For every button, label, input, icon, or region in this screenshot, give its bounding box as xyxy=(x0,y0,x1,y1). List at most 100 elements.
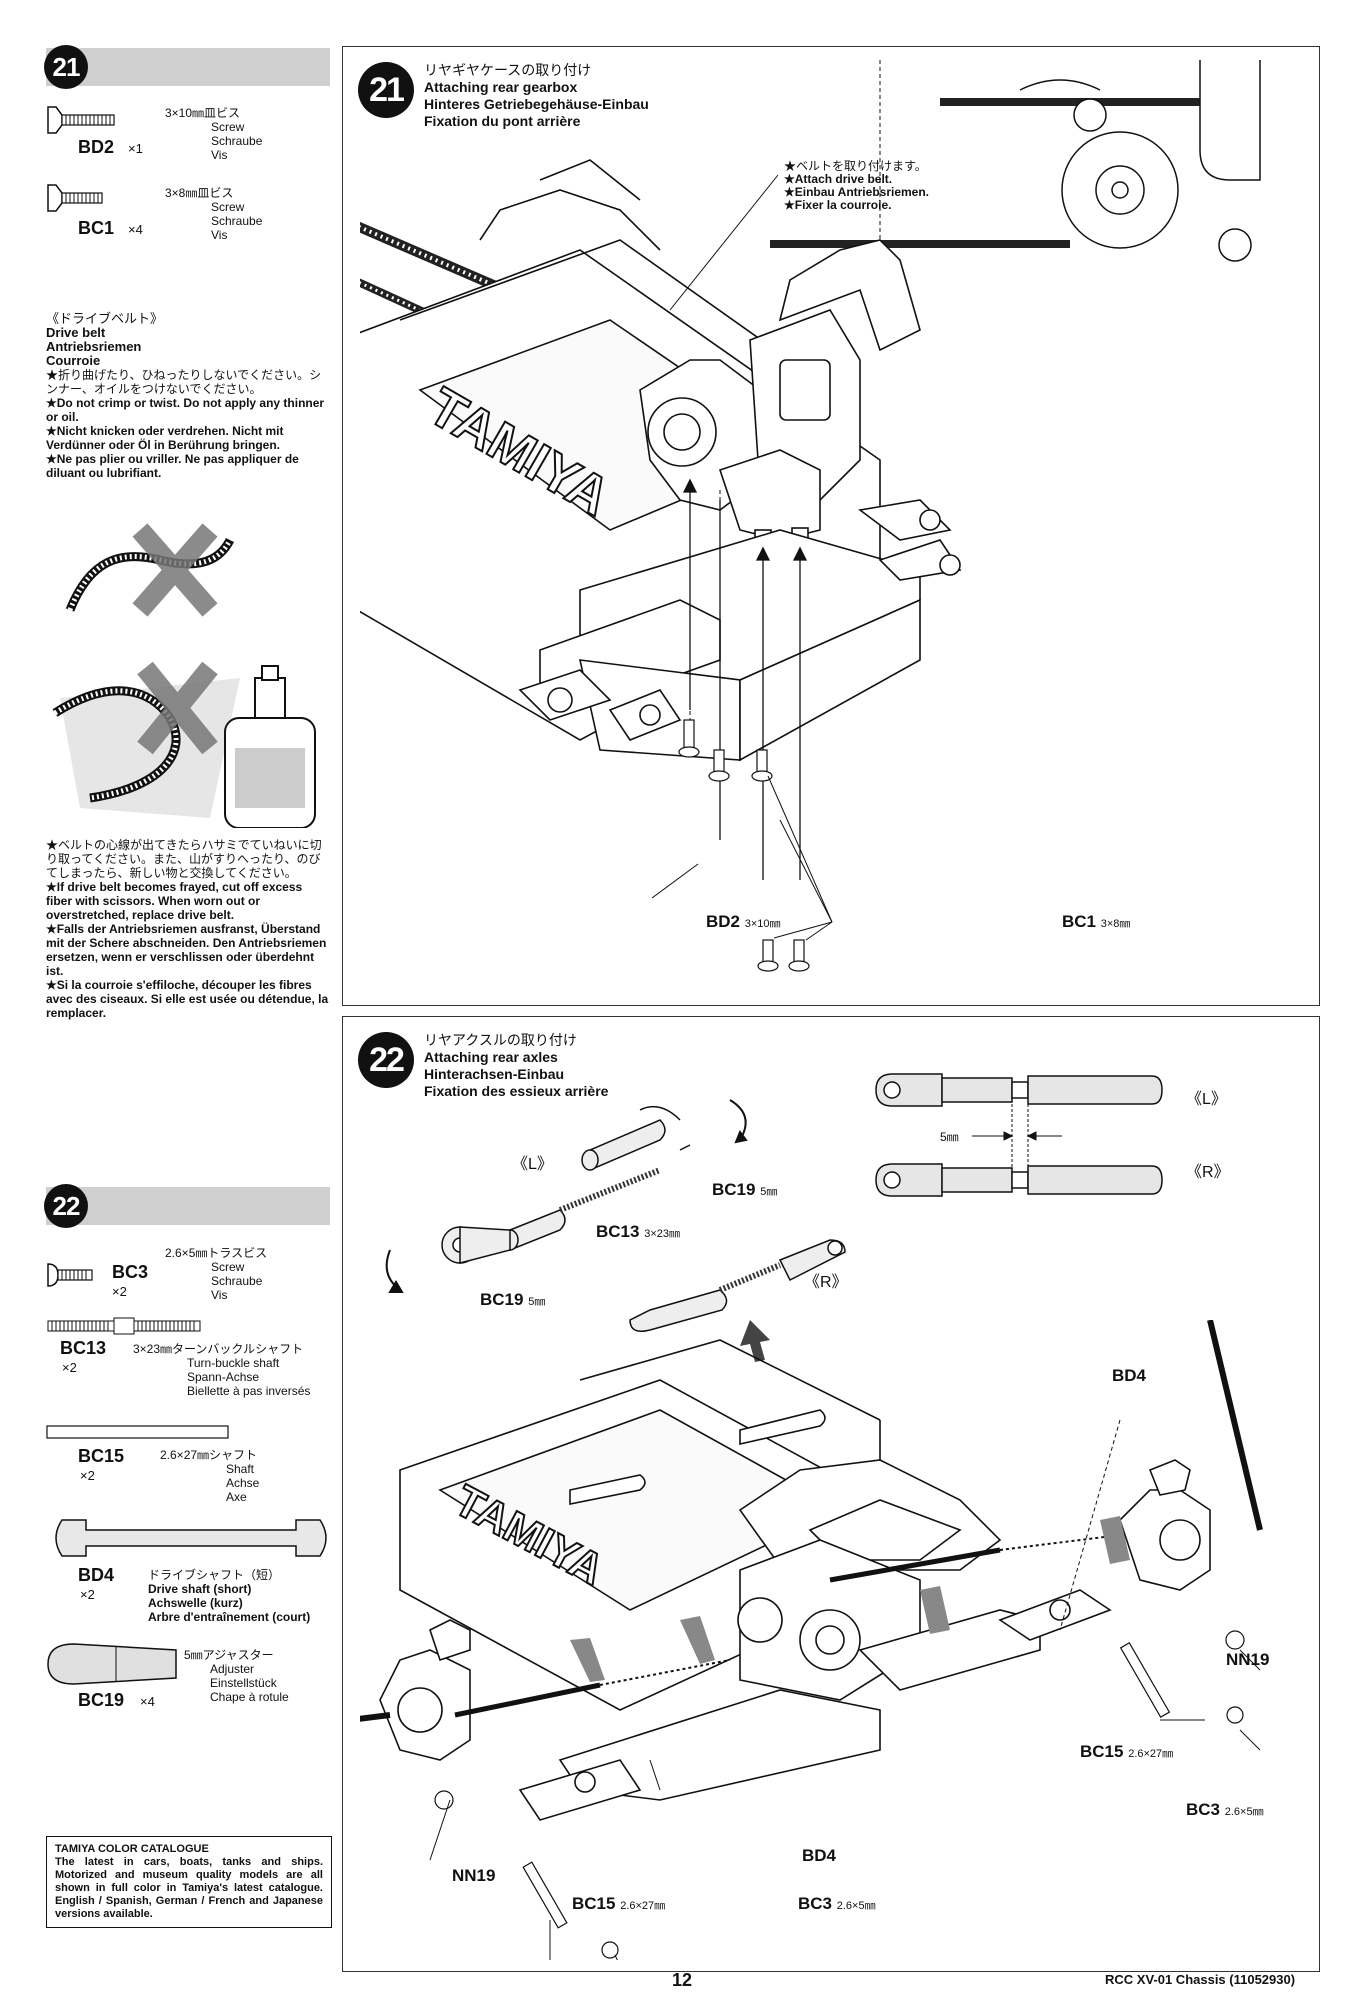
part-name-de: Schraube xyxy=(211,1274,263,1288)
part-code-bd4: BD4 xyxy=(78,1565,115,1585)
step-21-title-en: Attaching rear gearbox xyxy=(424,79,578,95)
part-name-fr: Biellette à pas inversés xyxy=(187,1384,311,1398)
label-bc13: BC13 3×23㎜ xyxy=(596,1222,680,1242)
step-21-title-jp: リヤギヤケースの取り付け xyxy=(424,62,592,78)
label-bc15-size: 2.6×27㎜ xyxy=(620,1900,666,1912)
belt-crimp-warning-illustration xyxy=(65,523,235,617)
part-qty-bc1: ×4 xyxy=(128,222,143,237)
part-desc-bd4: ドライブシャフト（短） Drive shaft (short) Achswell… xyxy=(148,1568,310,1624)
label-right-turnbuckle: 《R》 xyxy=(804,1274,848,1291)
drive-belt-warn-jp: ★折り曲げたり、ひねったりしないでください。シンナー、オイルをつけないでください… xyxy=(46,368,322,396)
step-21-title-fr: Fixation du pont arrière xyxy=(424,113,581,129)
label-bc1-size: 3×8㎜ xyxy=(1100,918,1131,930)
fray-note-fr: ★Si la courroie s'effiloche, découper le… xyxy=(46,978,329,1020)
part-name-de: Einstellstück xyxy=(210,1676,277,1690)
drive-shaft-icon xyxy=(55,1519,327,1557)
part-code-bc13: BC13 xyxy=(60,1338,107,1358)
part-name-de: Achse xyxy=(226,1476,260,1490)
part-name-de: Achswelle (kurz) xyxy=(148,1596,243,1610)
label-bc3-size: 2.6×5㎜ xyxy=(1224,1806,1264,1818)
label-bc15-code: BC15 xyxy=(572,1894,616,1913)
label-bd4-upper: BD4 xyxy=(1112,1366,1147,1385)
adjuster-length-diagram xyxy=(875,1073,1163,1197)
part-name-fr: Axe xyxy=(226,1490,247,1504)
label-bd2-step21: BD2 3×10㎜ xyxy=(706,912,781,932)
label-bc15-size: 2.6×27㎜ xyxy=(1128,1748,1174,1760)
step-22-header-bar xyxy=(46,1187,330,1225)
belt-callout-fr: ★Fixer la courroie. xyxy=(784,198,892,212)
countersunk-screw-icon xyxy=(47,184,103,212)
shaft-icon xyxy=(46,1425,229,1439)
step-22-panel-badge: 22 xyxy=(358,1032,414,1088)
step-21-badge: 21 xyxy=(44,45,88,89)
part-spec: 2.6×27㎜シャフト xyxy=(160,1448,258,1462)
catalogue-box: TAMIYA COLOR CATALOGUE The latest in car… xyxy=(46,1836,332,1928)
drive-belt-warn-en: ★Do not crimp or twist. Do not apply any… xyxy=(46,396,325,424)
drive-belt-note: 《ドライブベルト》 Drive belt Antriebsriemen Cour… xyxy=(46,311,331,481)
drive-belt-warn-de: ★Nicht knicken oder verdrehen. Nicht mit… xyxy=(46,424,284,452)
part-name-fr: Vis xyxy=(211,228,228,242)
label-nn19-left: NN19 xyxy=(452,1866,496,1885)
label-bc3-code: BC3 xyxy=(1186,1800,1221,1819)
part-name-fr: Vis xyxy=(211,1288,228,1302)
label-bc3-size: 2.6×5㎜ xyxy=(836,1900,876,1912)
drive-belt-title-fr: Courroie xyxy=(46,353,101,368)
label-bc19-lower: BC19 5㎜ xyxy=(480,1290,545,1310)
part-code-bc3: BC3 xyxy=(112,1262,149,1282)
part-spec: 3×23㎜ターンバックルシャフト xyxy=(133,1342,304,1356)
part-name-fr: Arbre d'entraînement (court) xyxy=(148,1610,311,1624)
label-bd4-lower: BD4 xyxy=(802,1846,837,1865)
part-name-de: Schraube xyxy=(211,134,263,148)
drive-belt-warn-fr: ★Ne pas plier ou vriller. Ne pas appliqu… xyxy=(46,452,299,480)
part-code-bc15: BC15 xyxy=(78,1446,125,1466)
fray-note-en: ★If drive belt becomes frayed, cut off e… xyxy=(46,880,303,922)
label-nn19-right: NN19 xyxy=(1226,1650,1270,1669)
catalogue-title: TAMIYA COLOR CATALOGUE xyxy=(55,1843,209,1855)
part-desc-bc15: 2.6×27㎜シャフト Shaft Achse Axe xyxy=(160,1448,259,1504)
part-qty-bd4: ×2 xyxy=(80,1587,95,1602)
part-qty-bc13: ×2 xyxy=(62,1360,77,1375)
page-number: 12 xyxy=(672,1970,693,1990)
part-qty-bc3: ×2 xyxy=(112,1284,127,1299)
part-name-de: Spann-Achse xyxy=(187,1370,260,1384)
part-qty-bc15: ×2 xyxy=(80,1468,95,1483)
part-spec: 3×10㎜皿ビス xyxy=(165,106,241,120)
part-name-en: Shaft xyxy=(226,1462,255,1476)
part-desc-bd2: 3×10㎜皿ビス Screw Schraube Vis xyxy=(165,106,262,162)
part-code-bc1: BC1 xyxy=(78,218,115,238)
turnbuckle-exploded-illustration xyxy=(385,1099,846,1332)
catalogue-body: The latest in cars, boats, tanks and shi… xyxy=(55,1856,323,1920)
label-bd2-code: BD2 xyxy=(706,912,741,931)
part-code-bc19: BC19 xyxy=(78,1690,125,1710)
rear-gearbox-assembly-illustration: TAMIYA xyxy=(360,60,1300,972)
truss-screw-icon xyxy=(47,1263,93,1287)
label-bd2-size: 3×10㎜ xyxy=(744,918,781,930)
part-desc-bc3: 2.6×5㎜トラスビス Screw Schraube Vis xyxy=(165,1246,267,1302)
adjuster-icon xyxy=(47,1643,177,1685)
label-5mm-gap: 5㎜ xyxy=(940,1130,959,1144)
step-22-title-de: Hinterachsen-Einbau xyxy=(424,1066,565,1082)
part-qty-bc19: ×4 xyxy=(140,1694,155,1709)
step-21-title-block: リヤギヤケースの取り付け Attaching rear gearbox Hint… xyxy=(424,62,649,130)
fray-note-de: ★Falls der Antriebsriemen ausfranst, Übe… xyxy=(46,922,327,978)
label-bc1-step21: BC1 3×8㎜ xyxy=(1062,912,1130,932)
drive-belt-title-en: Drive belt xyxy=(46,325,106,340)
footer-text: RCC XV-01 Chassis (11052930) xyxy=(1105,1972,1296,1987)
belt-solvent-warning-illustration xyxy=(52,661,316,828)
label-bc15-code: BC15 xyxy=(1080,1742,1124,1761)
step-22-badge: 22 xyxy=(44,1184,88,1228)
step-21-title-de: Hinteres Getriebegehäuse-Einbau xyxy=(424,96,649,112)
part-name-fr: Chape à rotule xyxy=(210,1690,289,1704)
label-bc3-code: BC3 xyxy=(798,1894,833,1913)
drive-belt-title-de: Antriebsriemen xyxy=(46,339,142,354)
part-name-en: Screw xyxy=(211,1260,245,1274)
part-name-en: Turn-buckle shaft xyxy=(187,1356,280,1370)
drive-belt-title-jp: 《ドライブベルト》 xyxy=(46,311,164,326)
rear-axle-assembly-illustration: TAMIYA xyxy=(360,1320,1263,1960)
part-code-bd2: BD2 xyxy=(78,137,115,157)
countersunk-screw-icon xyxy=(47,106,115,134)
part-name-en: Drive shaft (short) xyxy=(148,1582,252,1596)
part-name-en: Screw xyxy=(211,200,245,214)
part-name-de: Schraube xyxy=(211,214,263,228)
label-right-adjuster: 《R》 xyxy=(1186,1164,1230,1181)
